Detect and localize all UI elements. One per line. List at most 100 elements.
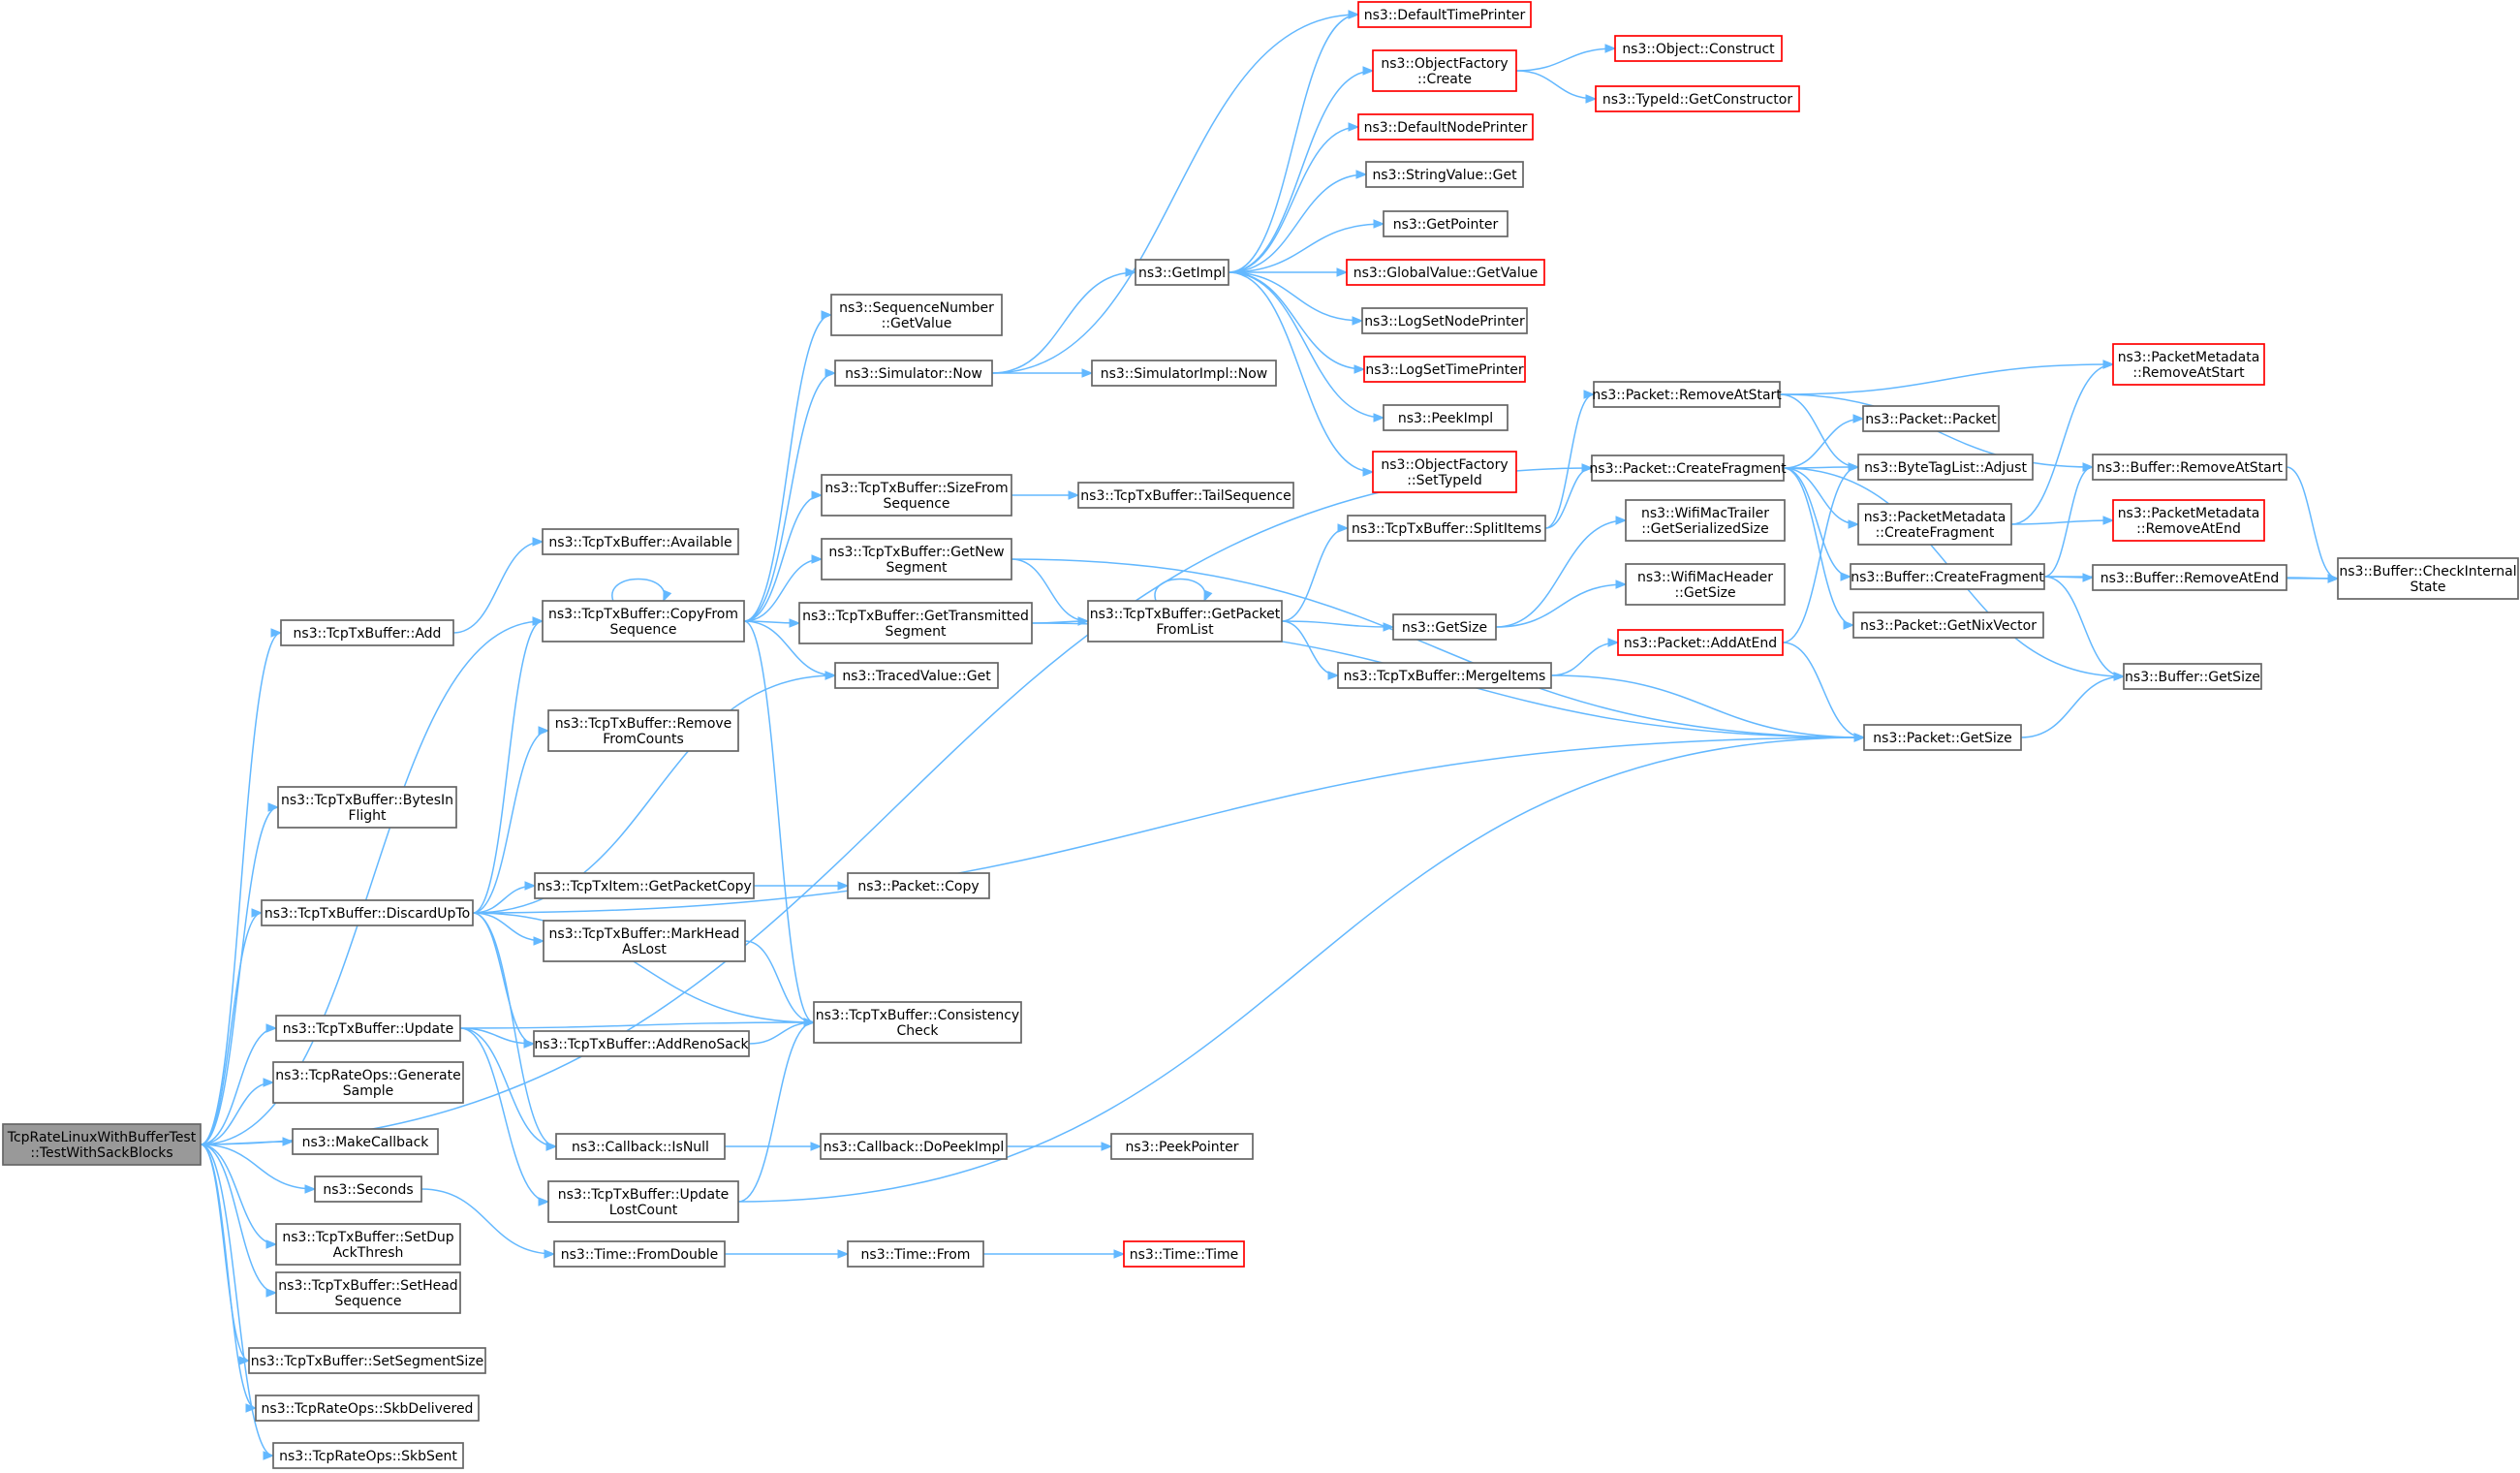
node-peekPointer[interactable]: ns3::PeekPointer (1110, 1133, 1254, 1160)
node-box (1593, 381, 1781, 408)
node-getSize[interactable]: ns3::GetSize (1392, 613, 1497, 641)
node-box (1857, 503, 2012, 546)
node-getImpl[interactable]: ns3::GetImpl (1135, 259, 1229, 286)
node-logSetNodePrinter[interactable]: ns3::LogSetNodePrinter (1361, 307, 1528, 334)
node-defaultTimePrinter[interactable]: ns3::DefaultTimePrinter (1357, 1, 1532, 28)
node-label: Sample (343, 1083, 394, 1099)
node-seqGetValue[interactable]: ns3::SequenceNumber::GetValue (830, 294, 1003, 336)
node-pmRemoveAtStart[interactable]: ns3::PacketMetadata::RemoveAtStart (2112, 343, 2265, 386)
node-fromDouble[interactable]: ns3::Time::FromDouble (553, 1240, 726, 1268)
node-stringValueGet[interactable]: ns3::StringValue::Get (1365, 161, 1524, 188)
edge-line (1779, 393, 1859, 468)
node-packetCopy[interactable]: ns3::Packet::Copy (847, 872, 990, 899)
node-label: ns3::TcpTxBuffer::Consistency (816, 1008, 1019, 1023)
node-available[interactable]: ns3::TcpTxBuffer::Available (542, 528, 739, 555)
node-doPeekImpl[interactable]: ns3::Callback::DoPeekImpl (820, 1133, 1008, 1160)
node-pmCreateFragment[interactable]: ns3::PacketMetadata::CreateFragment (1857, 503, 2012, 546)
node-skbDelivered[interactable]: ns3::TcpRateOps::SkbDelivered (255, 1395, 480, 1422)
edge-line (743, 558, 823, 622)
node-typeIdGetConstructor[interactable]: ns3::TypeId::GetConstructor (1595, 85, 1800, 112)
edge-line (1495, 583, 1627, 628)
node-update[interactable]: ns3::TcpTxBuffer::Update (275, 1015, 461, 1042)
node-isNull[interactable]: ns3::Callback::IsNull (555, 1133, 726, 1160)
edge-getImpl-to-logSetNodePrinter (1228, 271, 1364, 326)
node-discardUpTo[interactable]: ns3::TcpTxBuffer::DiscardUpTo (261, 899, 474, 926)
edge-getPacketCopy-to-packetCopy (753, 881, 850, 891)
edge-discardUpTo-to-getPacketCopy (472, 881, 537, 914)
node-defaultNodePrinter[interactable]: ns3::DefaultNodePrinter (1357, 113, 1534, 141)
node-globalValueGetValue[interactable]: ns3::GlobalValue::GetValue (1346, 259, 1545, 286)
node-label: ns3::WifiMacHeader (1637, 570, 1773, 585)
node-packetAddAtEnd[interactable]: ns3::Packet::AddAtEnd (1617, 629, 1784, 656)
node-logSetTimePrinter[interactable]: ns3::LogSetTimePrinter (1363, 356, 1526, 383)
edge-line (200, 1144, 250, 1362)
node-getPointer[interactable]: ns3::GetPointer (1383, 210, 1509, 237)
edge-splitItems-to-packetCreateFragment (1544, 463, 1594, 529)
edge-arrowhead (1327, 671, 1340, 680)
node-packetPacket[interactable]: ns3::Packet::Packet (1862, 405, 2000, 432)
node-objFactorySetTypeId[interactable]: ns3::ObjectFactory::SetTypeId (1372, 451, 1517, 493)
edge-arrowhead (263, 1451, 275, 1460)
node-getPacketCopy[interactable]: ns3::TcpTxItem::GetPacketCopy (534, 872, 755, 899)
node-wifiMacTrailer[interactable]: ns3::WifiMacTrailer::GetSerializedSize (1625, 499, 1786, 542)
node-pmRemoveAtEnd[interactable]: ns3::PacketMetadata::RemoveAtEnd (2112, 499, 2265, 542)
node-makeCallback[interactable]: ns3::MakeCallback (292, 1128, 439, 1155)
edge-line (1515, 47, 1616, 72)
node-packetRemoveAtStart[interactable]: ns3::Packet::RemoveAtStart (1592, 381, 1782, 408)
edge-line (2286, 466, 2339, 580)
node-box (821, 538, 1012, 580)
node-packetGetSize[interactable]: ns3::Packet::GetSize (1863, 724, 2022, 751)
node-tailSequence[interactable]: ns3::TcpTxBuffer::TailSequence (1077, 482, 1294, 509)
edge-line (1228, 14, 1359, 273)
node-wifiMacHeader[interactable]: ns3::WifiMacHeader::GetSize (1625, 563, 1786, 606)
node-getNixVector[interactable]: ns3::Packet::GetNixVector (1852, 611, 2044, 639)
node-simImplNow[interactable]: ns3::SimulatorImpl::Now (1091, 360, 1277, 387)
node-bufferCreateFragment[interactable]: ns3::Buffer::CreateFragment (1850, 563, 2045, 590)
node-peekImpl[interactable]: ns3::PeekImpl (1383, 404, 1509, 431)
node-timeFrom[interactable]: ns3::Time::From (847, 1240, 984, 1268)
node-bufferGetSize[interactable]: ns3::Buffer::GetSize (2123, 663, 2262, 690)
edge-getPacketFromList-to-splitItems (1281, 523, 1350, 622)
node-mergeItems[interactable]: ns3::TcpTxBuffer::MergeItems (1337, 662, 1552, 689)
edge-discardUpTo-to-markHeadAsLost (472, 912, 545, 946)
node-root[interactable]: TcpRateLinuxWithBufferTest::TestWithSack… (2, 1123, 202, 1166)
node-objFactoryCreate[interactable]: ns3::ObjectFactory::Create (1372, 49, 1517, 92)
node-objectConstruct[interactable]: ns3::Object::Construct (1614, 35, 1783, 62)
node-skbSent[interactable]: ns3::TcpRateOps::SkbSent (272, 1442, 464, 1469)
node-byteTagListAdjust[interactable]: ns3::ByteTagList::Adjust (1857, 454, 2034, 481)
node-label: ns3::TcpTxBuffer::MarkHead (549, 926, 740, 942)
edge-bufferCreateFragment-to-bufferGetSize (2043, 576, 2126, 681)
node-addRenoSack[interactable]: ns3::TcpTxBuffer::AddRenoSack (533, 1030, 750, 1057)
node-label: ns3::DefaultTimePrinter (1364, 8, 1526, 23)
node-add[interactable]: ns3::TcpTxBuffer::Add (280, 619, 454, 646)
node-simNow[interactable]: ns3::Simulator::Now (834, 360, 993, 387)
edge-line (200, 620, 544, 1145)
node-seconds[interactable]: ns3::Seconds (314, 1175, 422, 1203)
node-label: ns3::SimulatorImpl::Now (1101, 366, 1268, 382)
node-timeTime[interactable]: ns3::Time::Time (1123, 1240, 1245, 1268)
node-tracedGet[interactable]: ns3::TracedValue::Get (834, 662, 999, 689)
node-bufferRemoveAtStart[interactable]: ns3::Buffer::RemoveAtStart (2092, 454, 2287, 481)
node-label: ns3::PacketMetadata (1864, 510, 2007, 525)
node-label: ns3::Object::Construct (1622, 42, 1775, 57)
node-box (2092, 454, 2287, 481)
node-setSegmentSize[interactable]: ns3::TcpTxBuffer::SetSegmentSize (248, 1347, 486, 1374)
node-packetCreateFragment[interactable]: ns3::Packet::CreateFragment (1589, 454, 1787, 482)
node-bufferRemoveAtEnd[interactable]: ns3::Buffer::RemoveAtEnd (2092, 564, 2287, 591)
node-label: ns3::TcpTxBuffer::Add (294, 626, 442, 642)
node-splitItems[interactable]: ns3::TcpTxBuffer::SplitItems (1347, 515, 1546, 542)
